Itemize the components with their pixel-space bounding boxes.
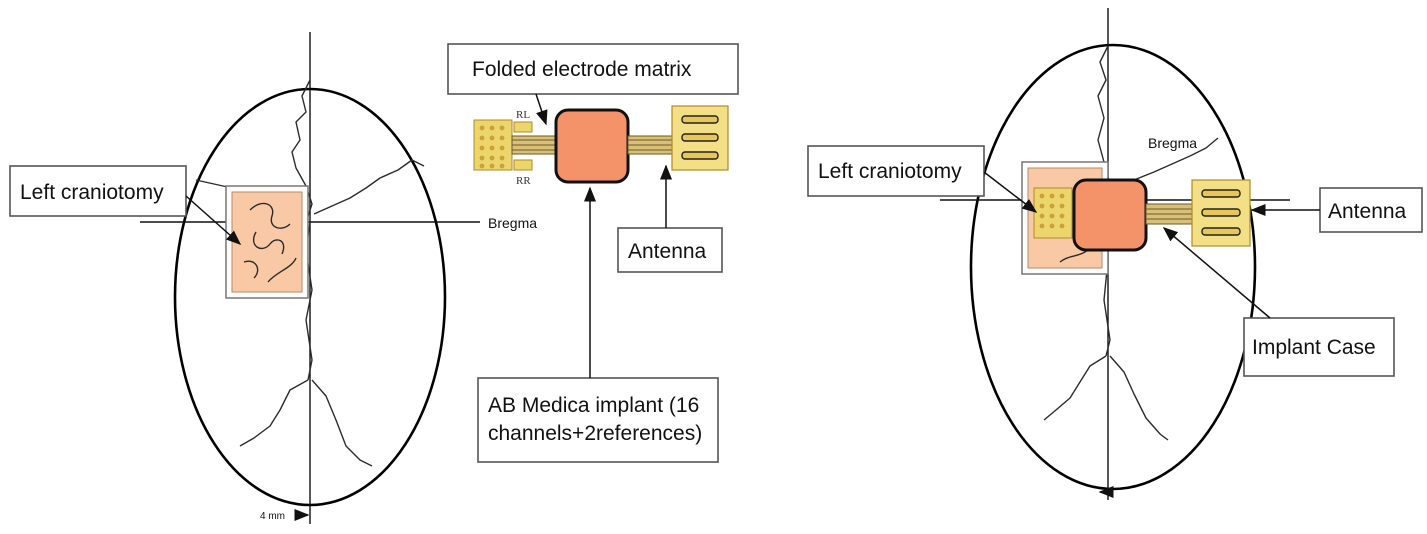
left-brain-vessels [243,202,297,283]
right-craniotomy-callout: Left craniotomy [807,145,1038,213]
left-bregma-label: Bregma [488,215,537,231]
electrode-cable [511,135,559,155]
right-antenna-label: Antenna [1328,200,1407,223]
right-antenna-cable [1145,203,1195,225]
antenna-module [671,105,729,171]
right-implant-case [1072,178,1148,252]
left-craniotomy-label: Left craniotomy [20,181,164,204]
right-skull-outline [969,43,1257,491]
right-bregma-label: Bregma [1148,135,1197,151]
implant-device-panel: Folded electrode matrix RL RR [447,43,739,463]
rl-label: RL [516,109,530,121]
implant-label-line1: AB Medica implant (16 [488,394,699,417]
left-craniotomy-tissue [231,191,303,293]
antenna-cable [627,135,675,155]
left-skull-panel: Left craniotomy Bregma 4 mm [9,32,537,524]
right-skull-panel: Bregma Left craniotomy Antenna Implant C… [807,8,1423,500]
right-craniotomy-label: Left craniotomy [818,160,962,183]
right-antenna-callout: Antenna [1250,187,1423,233]
rr-label: RR [516,175,531,187]
left-craniotomy-callout: Left craniotomy [9,165,242,245]
matrix-label: Folded electrode matrix [472,58,692,81]
implant-case-callout: Implant Case [1162,227,1395,377]
middle-antenna-callout: Antenna [617,164,723,273]
right-antenna-module [1191,179,1251,247]
left-scale-label: 4 mm [260,511,285,522]
implant-case-label: Implant Case [1252,336,1376,359]
electrode-matrix [473,119,533,171]
implant-body [554,108,630,184]
implant-callout: AB Medica implant (16 channels+2referenc… [477,186,719,463]
matrix-callout: Folded electrode matrix [447,43,739,126]
implant-label-line2: channels+2references) [488,422,702,445]
middle-antenna-label: Antenna [628,240,707,263]
right-electrode-matrix [1033,187,1073,239]
